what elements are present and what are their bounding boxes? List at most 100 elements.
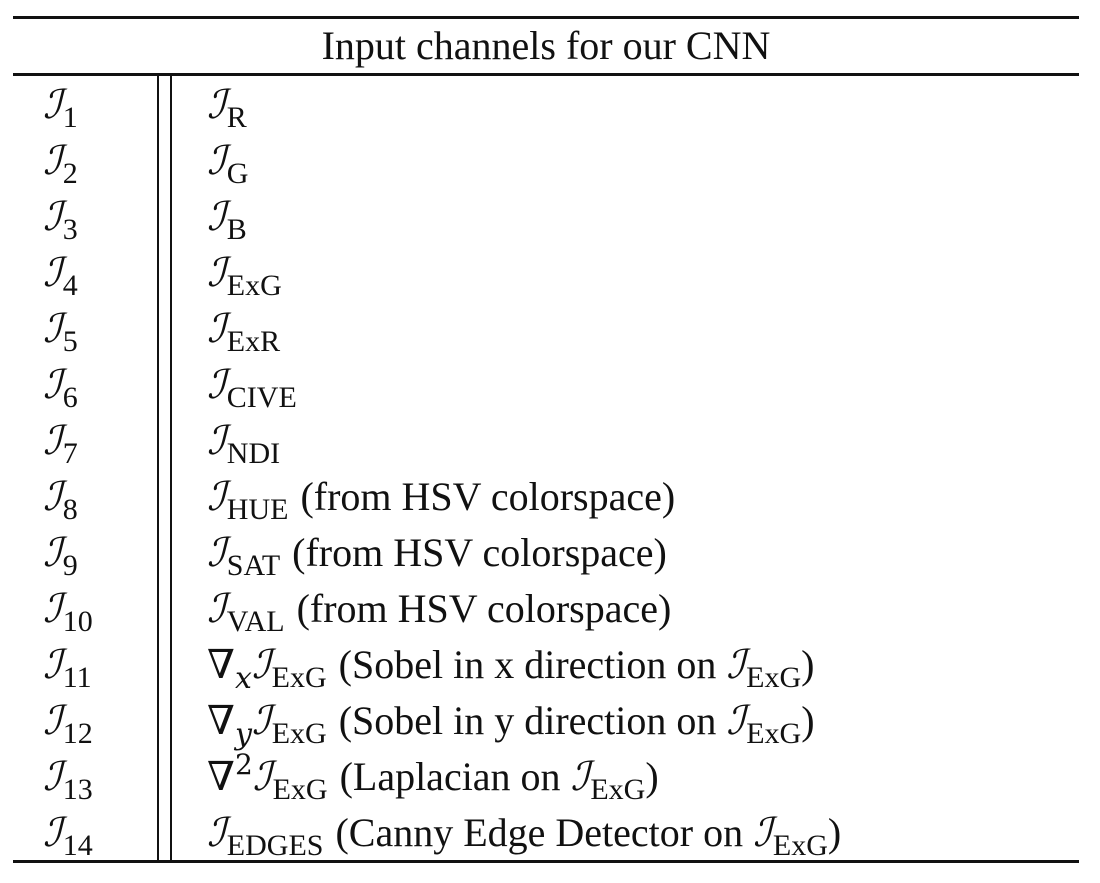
row-channel: ℐG xyxy=(207,132,249,190)
channel-symbol: ℐ xyxy=(207,82,226,128)
note-closing: ) xyxy=(801,642,815,687)
index-symbol: ℐ xyxy=(43,362,62,408)
index-subscript: 4 xyxy=(62,269,78,302)
row-channel: ℐB xyxy=(207,188,247,246)
nabla-operator: ∇ xyxy=(207,698,235,744)
table-row: ℐ12∇yℐExG(Sobel in y direction on ℐExG) xyxy=(13,692,1079,752)
row-index: ℐ4 xyxy=(43,244,78,302)
row-index: ℐ1 xyxy=(43,76,78,134)
index-symbol: ℐ xyxy=(43,138,62,184)
channel-subscript: VAL xyxy=(226,605,285,638)
channel-subscript: G xyxy=(226,157,249,190)
channel-symbol: ℐ xyxy=(251,698,271,744)
row-channel: ℐHUE(from HSV colorspace) xyxy=(207,468,676,526)
row-channel: ℐR xyxy=(207,76,247,134)
operator-subscript: y xyxy=(234,717,252,752)
row-channel: ℐEDGES(Canny Edge Detector on ℐExG) xyxy=(207,804,842,862)
index-subscript: 13 xyxy=(62,773,93,806)
index-symbol: ℐ xyxy=(43,530,62,576)
index-subscript: 8 xyxy=(62,493,78,526)
note-closing: ) xyxy=(827,810,842,855)
channel-note: (Sobel in y direction on xyxy=(338,698,717,743)
channel-symbol: ℐ xyxy=(251,642,271,688)
note-closing: ) xyxy=(645,754,659,799)
channel-symbol: ℐ xyxy=(207,362,226,408)
channel-subscript: EDGES xyxy=(226,829,324,862)
row-index: ℐ14 xyxy=(43,804,93,862)
index-subscript: 9 xyxy=(62,549,78,582)
channel-subscript: ExG xyxy=(271,661,327,694)
operator-subscript: x xyxy=(234,661,252,696)
channel-subscript: ExG xyxy=(226,269,282,302)
row-channel: ℐCIVE xyxy=(207,356,297,414)
index-subscript: 11 xyxy=(62,661,92,694)
index-subscript: 1 xyxy=(62,101,78,134)
note-closing: ) xyxy=(801,698,815,743)
note-subscript: ExG xyxy=(772,829,828,862)
channel-note: (from HSV colorspace) xyxy=(300,474,676,519)
index-symbol: ℐ xyxy=(43,306,62,352)
index-symbol: ℐ xyxy=(43,250,62,296)
note-subscript: ExG xyxy=(746,661,802,694)
channel-subscript: HUE xyxy=(226,493,289,526)
table-top-rule xyxy=(13,16,1079,19)
row-index: ℐ6 xyxy=(43,356,78,414)
row-channel: ∇xℐExG(Sobel in x direction on ℐExG) xyxy=(207,636,815,696)
channel-note: (Canny Edge Detector on xyxy=(335,810,744,855)
channel-subscript: B xyxy=(226,213,247,246)
note-symbol: ℐ xyxy=(753,810,772,856)
row-index: ℐ9 xyxy=(43,524,78,582)
index-subscript: 3 xyxy=(62,213,78,246)
index-symbol: ℐ xyxy=(43,586,62,632)
channel-subscript: SAT xyxy=(226,549,281,582)
row-index: ℐ13 xyxy=(43,748,93,806)
index-symbol: ℐ xyxy=(43,418,62,464)
table-row: ℐ13∇2ℐExG(Laplacian on ℐExG) xyxy=(13,748,1079,806)
channel-note: (from HSV colorspace) xyxy=(292,530,667,575)
index-symbol: ℐ xyxy=(43,698,62,744)
index-subscript: 5 xyxy=(62,325,78,358)
channel-note: (Laplacian on xyxy=(339,754,561,799)
channel-subscript: CIVE xyxy=(226,381,297,414)
index-symbol: ℐ xyxy=(43,82,62,128)
table-row: ℐ11∇xℐExG(Sobel in x direction on ℐExG) xyxy=(13,636,1079,696)
row-channel: ℐVAL(from HSV colorspace) xyxy=(207,580,671,638)
row-channel: ℐNDI xyxy=(207,412,281,470)
row-index: ℐ3 xyxy=(43,188,78,246)
index-subscript: 14 xyxy=(62,829,93,862)
channel-symbol: ℐ xyxy=(207,586,226,632)
channel-symbol: ℐ xyxy=(207,810,226,856)
channel-symbol: ℐ xyxy=(207,138,226,184)
index-symbol: ℐ xyxy=(43,642,62,688)
row-channel: ∇2ℐExG(Laplacian on ℐExG) xyxy=(207,748,659,806)
channel-symbol: ℐ xyxy=(252,754,272,800)
row-channel: ∇yℐExG(Sobel in y direction on ℐExG) xyxy=(207,692,815,752)
nabla-operator: ∇ xyxy=(207,642,235,688)
row-index: ℐ2 xyxy=(43,132,78,190)
table-bottom-rule xyxy=(13,860,1079,863)
row-index: ℐ12 xyxy=(43,692,93,750)
row-index: ℐ11 xyxy=(43,636,92,694)
channel-symbol: ℐ xyxy=(207,306,226,352)
nabla-operator: ∇ xyxy=(207,754,235,800)
channel-symbol: ℐ xyxy=(207,530,226,576)
channel-symbol: ℐ xyxy=(207,250,226,296)
channel-subscript: ExG xyxy=(272,773,328,806)
index-symbol: ℐ xyxy=(43,810,62,856)
note-subscript: ExG xyxy=(746,717,802,750)
table-caption: Input channels for our CNN xyxy=(321,23,771,68)
channel-subscript: NDI xyxy=(226,437,281,470)
index-symbol: ℐ xyxy=(43,754,62,800)
channel-subscript: ExG xyxy=(271,717,327,750)
channel-symbol: ℐ xyxy=(207,194,226,240)
